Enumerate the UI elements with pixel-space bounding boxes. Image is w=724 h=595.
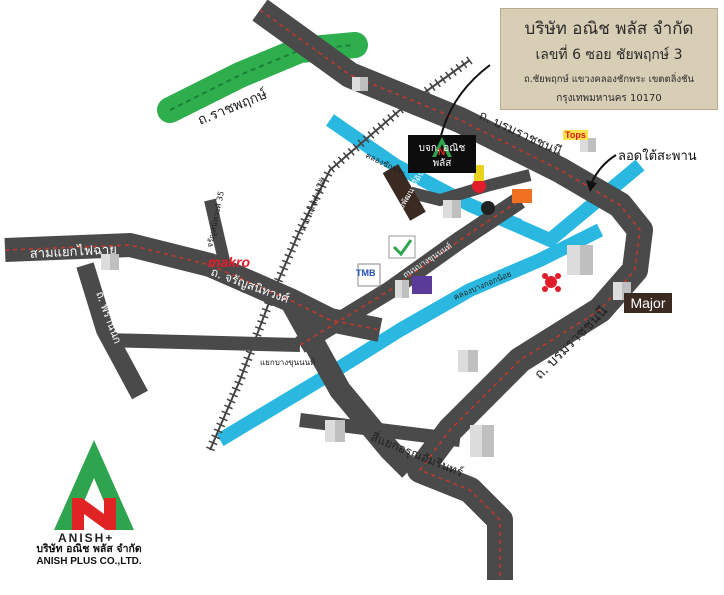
label-bang-khun-non: แยกบางขุนนนท์ xyxy=(260,357,315,367)
route-dashes xyxy=(4,9,641,580)
address-street-line: เลขที่ 6 ซอย ชัยพฤกษ์ 3 xyxy=(535,47,683,63)
building-icon xyxy=(567,245,593,275)
yellow-cup-icon xyxy=(474,165,484,181)
checkmark-icon xyxy=(392,239,413,257)
purple-sign-icon xyxy=(412,276,432,294)
tmb-sign-icon xyxy=(357,263,381,287)
shop-sign-text: บจก. อณิช พลัส xyxy=(418,143,466,169)
building-icon xyxy=(470,425,494,457)
svg-text:N: N xyxy=(438,147,445,158)
shop-logo-icon: N xyxy=(432,137,452,158)
pointer-arrow-address xyxy=(439,64,491,141)
building-icon xyxy=(325,420,345,442)
red-flower-icon xyxy=(542,273,561,292)
company-name-th: บริษัท อณิช พลัส จำกัด xyxy=(36,543,142,555)
krom-rong-strip xyxy=(382,164,426,221)
address-box: บริษัท อณิช พลัส จำกัด เลขที่ 6 ซอย ชัยพ… xyxy=(500,8,718,110)
shop-sign: N บจก. อณิช พลัส xyxy=(408,135,476,173)
kasikorn-sign-icon xyxy=(512,189,532,203)
underpass-label: ลอดใต้สะพาน xyxy=(618,149,697,164)
building-icon xyxy=(395,280,409,298)
tops-label: Tops xyxy=(563,130,588,140)
road-soi-chaiyapruek xyxy=(398,169,532,207)
tmb-label: TMB xyxy=(356,268,376,278)
company-name-en: ANISH PLUS CO.,LTD. xyxy=(36,556,142,567)
company-logo-icon: ANISH+ xyxy=(54,440,134,545)
label-sam-yaek-fai-chai: สามแยกไฟฉาย xyxy=(29,241,117,262)
label-bang-phrom-rail: ทางรถไฟสายใต้ xyxy=(299,178,328,233)
address-city-line: กรุงเทพมหานคร 10170 xyxy=(556,93,662,104)
flyover-ratchaphruek-border xyxy=(169,44,356,111)
logo-brand: ANISH+ xyxy=(58,531,114,545)
shop-pin-icon xyxy=(472,179,486,193)
road-phran-nok xyxy=(76,262,148,400)
address-company-name: บริษัท อณิช พลัส จำกัด xyxy=(524,19,694,39)
address-district-line: ถ.ชัยพฤกษ์ แขวงคลองชักพระ เขตตลิ่งชัน xyxy=(523,74,695,85)
label-khlong-bang-kok-noi: คลองบางกอกน้อย xyxy=(452,269,513,301)
building-icon xyxy=(443,200,461,218)
railway xyxy=(209,59,471,451)
building-icon xyxy=(580,138,596,152)
building-icon xyxy=(458,350,478,372)
dark-dome-icon xyxy=(481,201,495,215)
canal-bang-kok-noi xyxy=(216,223,604,447)
road-soi-35 xyxy=(204,198,231,267)
major-badge: Major xyxy=(624,293,672,313)
arrowhead-underpass-icon xyxy=(586,180,597,192)
road-cross-lower xyxy=(104,333,301,352)
landmark-markers xyxy=(357,165,561,294)
makro-label: makro xyxy=(208,254,251,270)
building-icon xyxy=(352,77,368,91)
pointer-arrow-underpass xyxy=(591,154,617,183)
building-icon xyxy=(101,254,119,270)
